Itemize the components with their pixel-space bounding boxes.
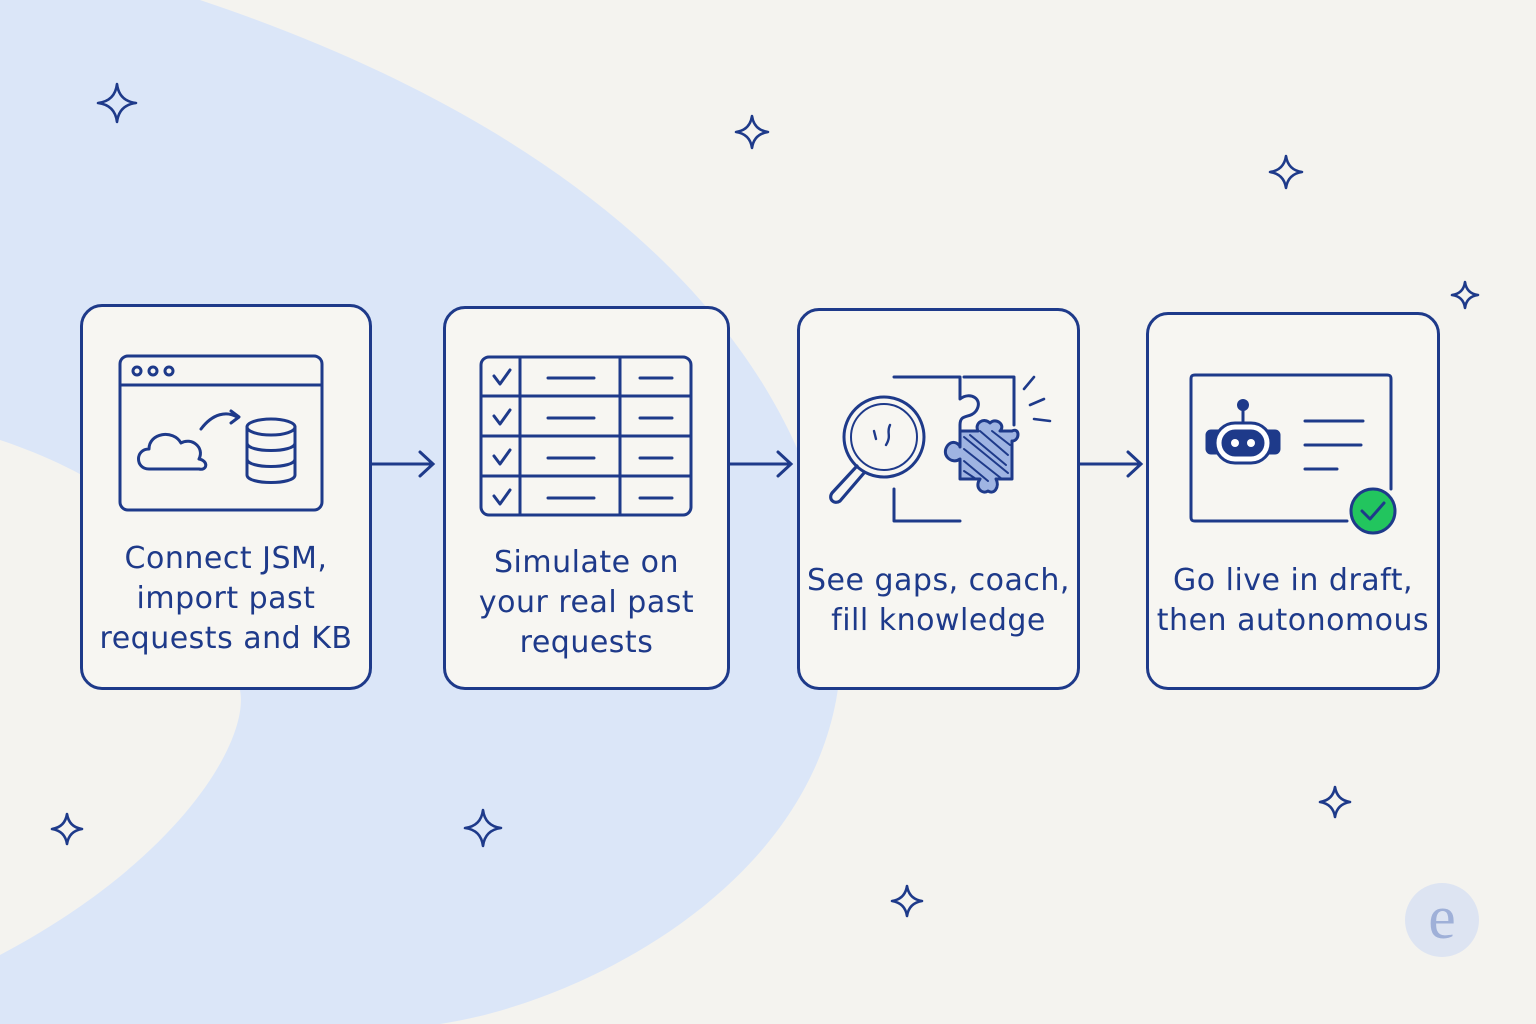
step-card-go-live: Go live in draft, then autonomous: [1146, 312, 1440, 690]
step-card-connect: Connect JSM, import past requests and KB: [80, 304, 372, 690]
checklist-table-icon: [479, 355, 693, 517]
arrow-right-icon: [1078, 450, 1144, 478]
svg-text:e: e: [1428, 884, 1456, 952]
robot-approved-icon: [1189, 373, 1397, 535]
step-label: Go live in draft, then autonomous: [1156, 563, 1430, 638]
step-label: Simulate on your real past requests: [478, 545, 695, 660]
sparkle-icon: [463, 808, 503, 848]
sparkle-icon: [96, 82, 138, 124]
logo-icon: e: [1405, 883, 1479, 957]
sparkle-icon: [1318, 785, 1352, 819]
step-card-simulate: Simulate on your real past requests: [443, 306, 730, 690]
cloud-to-database-icon: [118, 354, 324, 512]
sparkle-icon: [890, 884, 924, 918]
sparkle-icon: [50, 812, 84, 846]
sparkle-icon: [1450, 280, 1480, 310]
arrow-right-icon: [728, 450, 794, 478]
magnifier-puzzle-icon: [829, 375, 1052, 523]
sparkle-icon: [734, 114, 770, 150]
step-card-coach: See gaps, coach, fill knowledge: [797, 308, 1080, 690]
step-label: Connect JSM, import past requests and KB: [99, 541, 353, 656]
sparkle-icon: [1268, 154, 1304, 190]
arrow-right-icon: [370, 450, 436, 478]
step-label: See gaps, coach, fill knowledge: [807, 563, 1070, 638]
